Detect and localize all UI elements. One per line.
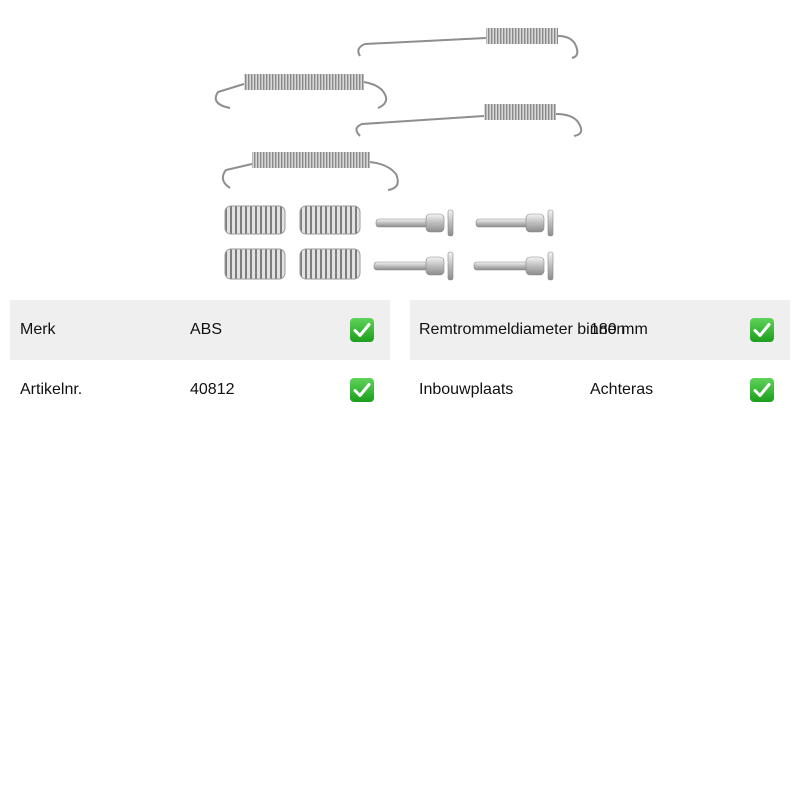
check-icon bbox=[350, 378, 374, 402]
spec-row-merk: Merk ABS bbox=[10, 300, 390, 360]
spec-value: ABS bbox=[190, 321, 223, 338]
check-icon bbox=[350, 318, 374, 342]
spec-label: Merk bbox=[20, 321, 56, 338]
spec-table-left: Merk ABS Artikelnr. 40812 bbox=[10, 300, 390, 420]
long-spring-4 bbox=[221, 152, 399, 191]
spec-label: Artikelnr. bbox=[20, 381, 83, 398]
spec-row-remtrommeldiameter: Remtrommeldiameter binnen 180 mm bbox=[410, 300, 790, 360]
long-spring-2 bbox=[214, 74, 388, 109]
check-icon bbox=[750, 378, 774, 402]
spec-row-artikelnr: Artikelnr. 40812 bbox=[10, 360, 390, 420]
spec-value: 40812 bbox=[190, 381, 235, 398]
spec-table-right: Remtrommeldiameter binnen 180 mm Inbouwp… bbox=[410, 300, 790, 420]
long-spring-3 bbox=[355, 104, 583, 137]
retaining-pins bbox=[373, 209, 554, 281]
long-spring-1 bbox=[357, 28, 579, 59]
short-coil-springs bbox=[224, 205, 361, 280]
brake-spring-kit-image bbox=[214, 28, 583, 281]
product-image bbox=[200, 18, 600, 288]
check-icon bbox=[750, 318, 774, 342]
spec-value: Achteras bbox=[590, 381, 654, 398]
spec-value: 180 mm bbox=[590, 321, 648, 338]
spec-label: Remtrommeldiameter binnen bbox=[419, 321, 626, 338]
spec-label: Inbouwplaats bbox=[419, 381, 514, 398]
spec-row-inbouwplaats: Inbouwplaats Achteras bbox=[410, 360, 790, 420]
